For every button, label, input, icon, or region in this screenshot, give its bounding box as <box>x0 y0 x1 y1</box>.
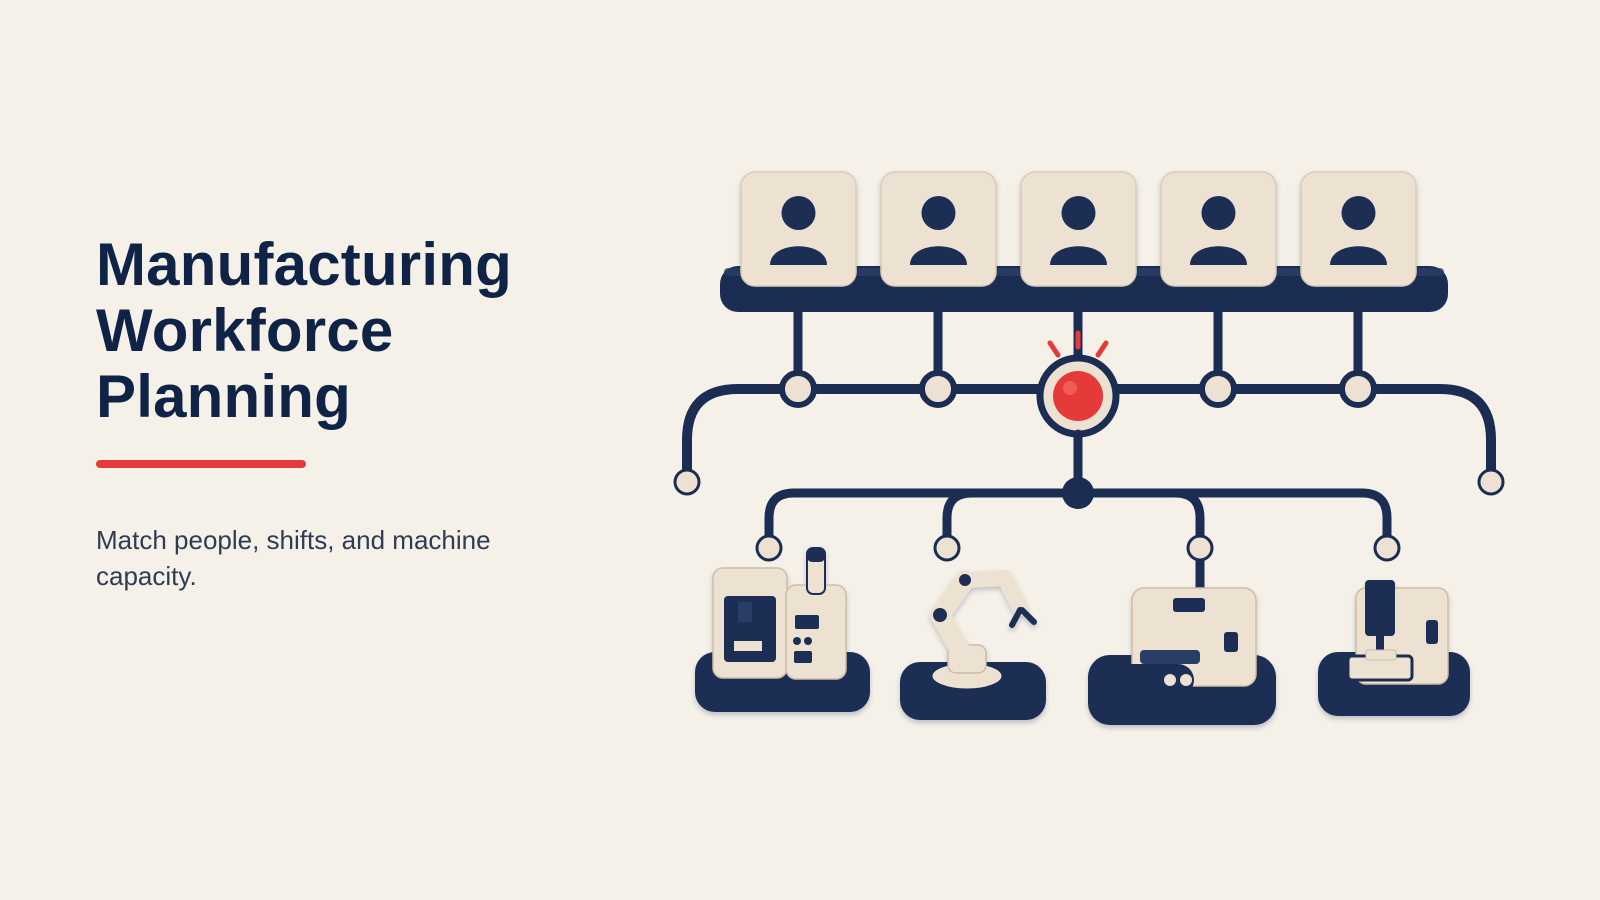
person-card-2 <box>880 171 997 287</box>
person-icon <box>1050 196 1107 265</box>
title-line-3: Planning <box>96 363 351 430</box>
person-icon <box>910 196 967 265</box>
person-card-5 <box>1300 171 1417 287</box>
person-card-4 <box>1160 171 1277 287</box>
bus-junction-nodes <box>779 370 1377 408</box>
title-accent-rule <box>96 460 306 468</box>
machine-bus-junction <box>1062 477 1094 509</box>
alert-hub-icon <box>1036 330 1120 438</box>
conveyor-unit-icon <box>1088 587 1276 725</box>
person-card-1 <box>740 171 857 287</box>
page-title: Manufacturing Workforce Planning <box>96 232 566 430</box>
person-card-3 <box>1020 171 1137 287</box>
cnc-machine-icon <box>695 547 870 712</box>
machine-nodes <box>755 534 1401 562</box>
text-block: Manufacturing Workforce Planning Match p… <box>96 232 566 594</box>
subtitle: Match people, shifts, and machine capaci… <box>96 525 491 591</box>
workforce-network-illustration <box>673 171 1505 725</box>
person-icon <box>770 196 827 265</box>
drill-press-icon <box>1318 580 1470 716</box>
person-icon <box>1330 196 1387 265</box>
bus-end-node-left <box>673 468 701 496</box>
title-line-2: Workforce <box>96 297 394 364</box>
title-line-1: Manufacturing <box>96 231 512 298</box>
bus-end-node-right <box>1477 468 1505 496</box>
robot-arm-icon <box>900 570 1046 720</box>
person-icon <box>1190 196 1247 265</box>
